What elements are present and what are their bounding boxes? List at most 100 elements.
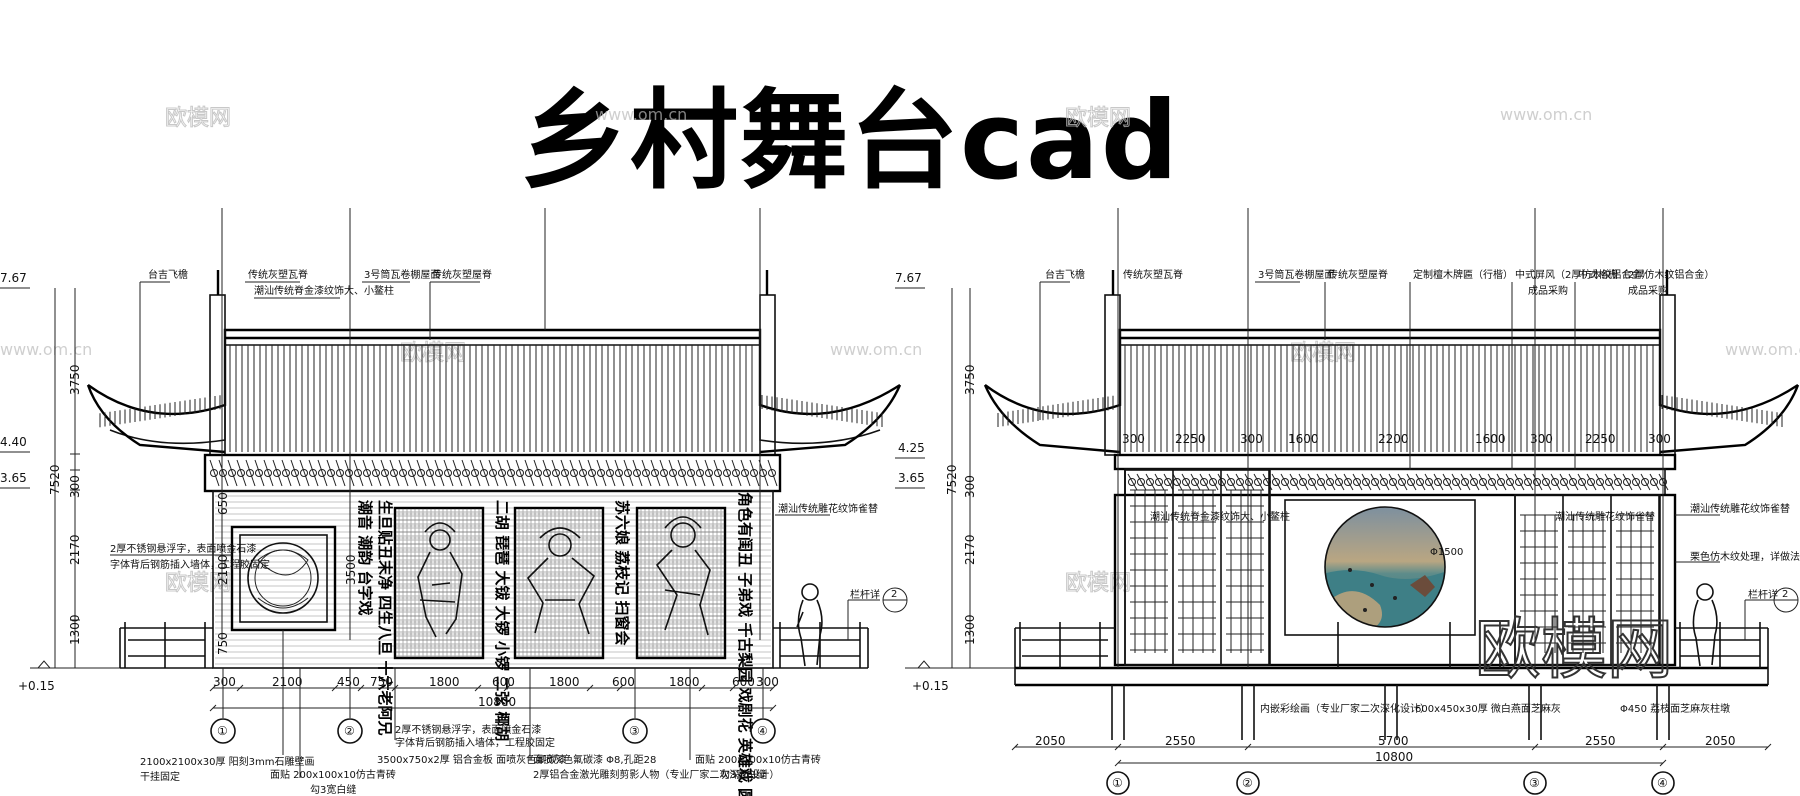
- svg-text:600: 600: [732, 675, 755, 689]
- svg-text:字体背后钢筋插入墙体，工程胶固定: 字体背后钢筋插入墙体，工程胶固定: [395, 736, 555, 749]
- svg-text:3750: 3750: [963, 364, 977, 395]
- platform-piers: [1111, 685, 1670, 740]
- svg-text:④: ④: [757, 724, 768, 738]
- svg-text:③: ③: [629, 724, 640, 738]
- svg-text:+0.15: +0.15: [18, 679, 55, 693]
- watermark-layer: 欧模网 www.om.cn 欧模网 www.om.cn www.om.cn 欧模…: [0, 105, 1800, 597]
- right-carved-beam: 300 2250 300 1600 2200 1600 300 2250 300: [1113, 432, 1677, 496]
- right-railings: [1014, 622, 1769, 687]
- svg-text:300: 300: [1122, 432, 1145, 446]
- right-rail-callout: 栏杆详 2: [1744, 587, 1799, 640]
- svg-text:1600: 1600: [1475, 432, 1506, 446]
- svg-text:300: 300: [1530, 432, 1553, 446]
- right-top-dims: 300 2250 300 1600 2200 1600 300 2250 300: [1122, 432, 1671, 446]
- svg-text:2250: 2250: [1585, 432, 1616, 446]
- svg-text:②: ②: [1242, 776, 1253, 790]
- svg-text:定制檀木牌匾（行楷）: 定制檀木牌匾（行楷）: [1413, 268, 1513, 281]
- left-roof: [86, 270, 902, 456]
- scale-person: [1692, 583, 1718, 667]
- svg-text:成品采购: 成品采购: [1528, 284, 1568, 297]
- svg-text:中式格栅（2厚仿木纹铝合金）: 中式格栅（2厚仿木纹铝合金）: [1578, 268, 1714, 281]
- inscription-1: 潮音 潮韵 台字戏: [356, 500, 374, 615]
- svg-text:4.40: 4.40: [0, 435, 27, 449]
- svg-text:600x450x30厚 微白燕面芝麻灰: 600x450x30厚 微白燕面芝麻灰: [1415, 702, 1561, 715]
- svg-text:勾3宽白缝: 勾3宽白缝: [720, 768, 766, 781]
- eave-tiles: [1661, 395, 1783, 427]
- svg-text:2170: 2170: [963, 534, 977, 565]
- svg-text:潮汕传统雕花纹饰雀替: 潮汕传统雕花纹饰雀替: [1690, 502, 1790, 515]
- svg-text:600: 600: [492, 675, 515, 689]
- svg-text:2050: 2050: [1705, 734, 1736, 748]
- screen-grid: [1124, 470, 1270, 665]
- svg-text:2550: 2550: [1585, 734, 1616, 748]
- watermark-brand: 欧模网: [1065, 571, 1131, 596]
- svg-text:中式屏风（2厚仿木纹铝合金）: 中式屏风（2厚仿木纹铝合金）: [1515, 268, 1651, 281]
- svg-text:1300: 1300: [963, 614, 977, 645]
- svg-text:3500x750x2厚 铝合金板 面喷灰色氟碳漆: 3500x750x2厚 铝合金板 面喷灰色氟碳漆: [377, 753, 566, 766]
- svg-text:传统灰塑瓦脊: 传统灰塑瓦脊: [248, 268, 308, 281]
- svg-text:650: 650: [216, 492, 230, 515]
- scale-person: [796, 583, 823, 667]
- svg-text:3.65: 3.65: [0, 471, 27, 485]
- left-bottom-dims: 300 2100 450 750 1800 600 1800 600 1800 …: [140, 630, 821, 796]
- silhouette-panel-3: [635, 506, 727, 660]
- svg-text:潮汕传统脊金漆纹饰大、小鳌柱: 潮汕传统脊金漆纹饰大、小鳌柱: [1150, 510, 1290, 523]
- watermark-site: www.om.cn: [1500, 105, 1592, 124]
- inscription-4: 苏六娘 荔枝记 扫窗会: [613, 500, 631, 645]
- svg-text:③: ③: [1529, 776, 1540, 790]
- svg-text:干挂固定: 干挂固定: [140, 770, 180, 783]
- svg-text:勾3宽白缝: 勾3宽白缝: [310, 783, 356, 796]
- svg-text:450: 450: [337, 675, 360, 689]
- svg-text:3500: 3500: [344, 554, 358, 585]
- opera-figure-3: [655, 516, 711, 636]
- eave-tiles: [761, 395, 883, 427]
- svg-text:内嵌彩绘画（专业厂家二次深化设计）: 内嵌彩绘画（专业厂家二次深化设计）: [1260, 702, 1430, 715]
- inscription-2: 生旦贴丑末净 四生八旦 十六老阿兄: [376, 500, 394, 735]
- svg-text:2厚不锈钢悬浮字，表面喷金石漆: 2厚不锈钢悬浮字，表面喷金石漆: [110, 542, 256, 555]
- right-roof: [983, 270, 1800, 456]
- svg-text:750: 750: [370, 675, 393, 689]
- svg-text:10800: 10800: [478, 695, 516, 709]
- svg-text:栏杆详: 栏杆详: [1748, 588, 1778, 601]
- svg-text:300: 300: [213, 675, 236, 689]
- watermark-big: 欧模网: [1475, 611, 1673, 688]
- svg-text:面贴 200x100x10仿古青砖: 面贴 200x100x10仿古青砖: [695, 753, 821, 766]
- svg-text:④: ④: [1657, 776, 1668, 790]
- svg-text:1600: 1600: [1288, 432, 1319, 446]
- svg-text:②: ②: [344, 724, 355, 738]
- svg-text:2厚不锈钢悬浮字，表面喷金石漆: 2厚不锈钢悬浮字，表面喷金石漆: [395, 723, 541, 736]
- watermark-brand: 欧模网: [165, 571, 231, 596]
- svg-text:3号筒瓦卷棚屋面: 3号筒瓦卷棚屋面: [364, 268, 440, 281]
- svg-text:传统灰塑屋脊: 传统灰塑屋脊: [432, 268, 492, 281]
- svg-text:2050: 2050: [1035, 734, 1066, 748]
- svg-text:7.67: 7.67: [895, 271, 922, 285]
- eave-tiles: [997, 395, 1119, 427]
- svg-text:传统灰塑瓦脊: 传统灰塑瓦脊: [1123, 268, 1183, 281]
- svg-text:3750: 3750: [68, 364, 82, 395]
- svg-text:3号筒瓦卷棚屋面: 3号筒瓦卷棚屋面: [1258, 268, 1334, 281]
- svg-text:+0.15: +0.15: [912, 679, 949, 693]
- svg-text:字体背后钢筋插入墙体，工程胶固定: 字体背后钢筋插入墙体，工程胶固定: [110, 558, 270, 571]
- svg-text:面喷灰色氟碳漆 Φ8,孔距28: 面喷灰色氟碳漆 Φ8,孔距28: [533, 753, 656, 766]
- painting-frame: [1284, 499, 1476, 636]
- svg-text:4.25: 4.25: [898, 441, 925, 455]
- svg-text:750: 750: [216, 632, 230, 655]
- right-stage-front: Φ1500 潮汕传统脊金漆纹饰大、小鳌柱 潮汕传统雕花纹饰雀替: [1113, 469, 1677, 667]
- svg-text:3.65: 3.65: [898, 471, 925, 485]
- left-elevation: 7.67 4.40 3.65 +0.15 3750 7520 300 2170 …: [0, 208, 908, 796]
- svg-text:潮汕传统脊金漆纹饰大、小鳌柱: 潮汕传统脊金漆纹饰大、小鳌柱: [254, 284, 394, 297]
- svg-text:台吉飞檐: 台吉飞檐: [1045, 268, 1085, 281]
- left-axis-markers: ① ② ③ ④: [210, 668, 776, 744]
- svg-text:5700: 5700: [1378, 734, 1409, 748]
- svg-text:潮汕传统雕花纹饰雀替: 潮汕传统雕花纹饰雀替: [778, 502, 878, 515]
- svg-text:7520: 7520: [48, 464, 62, 495]
- svg-text:2100: 2100: [216, 554, 230, 585]
- svg-text:栏杆详: 栏杆详: [850, 588, 880, 601]
- beam-carving: [209, 459, 778, 487]
- svg-text:传统灰塑屋脊: 传统灰塑屋脊: [1328, 268, 1388, 281]
- svg-text:7520: 7520: [945, 464, 959, 495]
- opera-figure-2: [526, 527, 596, 635]
- svg-text:600: 600: [612, 675, 635, 689]
- watermark-site: www.om.cn: [830, 340, 922, 359]
- rail-posts: [124, 622, 861, 668]
